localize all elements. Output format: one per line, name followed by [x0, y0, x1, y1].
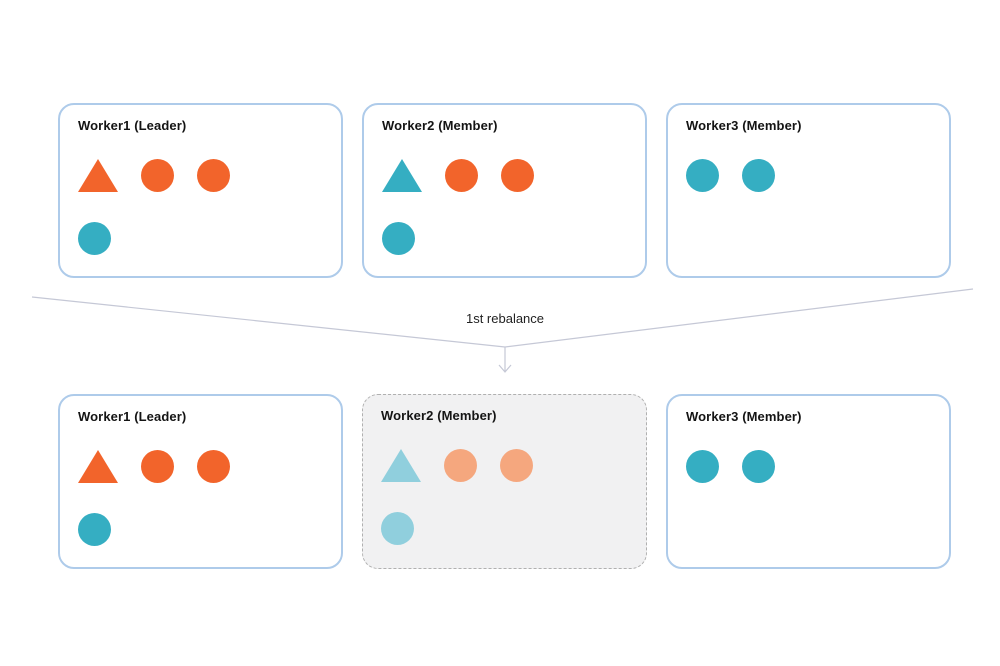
worker-title: Worker3 (Member) — [686, 409, 802, 424]
shape-row — [78, 513, 323, 546]
worker-box-before-worker1: Worker1 (Leader) — [58, 103, 343, 278]
shape-row — [78, 159, 323, 192]
circle-shape — [141, 159, 174, 192]
shape-row — [381, 512, 628, 545]
worker-box-before-worker3: Worker3 (Member) — [666, 103, 951, 278]
circle-shape — [141, 450, 174, 483]
worker-box-after-worker3: Worker3 (Member) — [666, 394, 951, 569]
worker-title: Worker2 (Member) — [381, 408, 497, 423]
circle-shape — [445, 159, 478, 192]
circle-shape — [78, 513, 111, 546]
worker-box-after-worker1: Worker1 (Leader) — [58, 394, 343, 569]
circle-shape — [382, 222, 415, 255]
circle-shape — [742, 450, 775, 483]
circle-shape — [78, 222, 111, 255]
circle-shape — [444, 449, 477, 482]
circle-shape — [197, 159, 230, 192]
shape-row — [686, 450, 931, 483]
triangle-shape — [78, 159, 118, 192]
worker-box-before-worker2: Worker2 (Member) — [362, 103, 647, 278]
shape-rows — [78, 450, 323, 546]
shape-row — [78, 222, 323, 255]
worker-title: Worker3 (Member) — [686, 118, 802, 133]
worker-title: Worker2 (Member) — [382, 118, 498, 133]
worker-title: Worker1 (Leader) — [78, 409, 187, 424]
shape-rows — [381, 449, 628, 545]
shape-rows — [686, 450, 931, 483]
shape-row — [382, 222, 627, 255]
circle-shape — [501, 159, 534, 192]
circle-shape — [500, 449, 533, 482]
worker-box-after-worker2: Worker2 (Member) — [362, 394, 647, 569]
shape-rows — [78, 159, 323, 255]
rebalance-arrow — [31, 288, 974, 373]
worker-title: Worker1 (Leader) — [78, 118, 187, 133]
shape-row — [78, 450, 323, 483]
circle-shape — [686, 159, 719, 192]
worker-row-before: Worker1 (Leader) Worker2 (Member) Worker… — [58, 103, 951, 278]
circle-shape — [197, 450, 230, 483]
shape-row — [686, 159, 931, 192]
shape-rows — [686, 159, 931, 192]
arrowhead-icon — [498, 364, 512, 373]
shape-row — [381, 449, 628, 482]
triangle-shape — [382, 159, 422, 192]
shape-row — [382, 159, 627, 192]
triangle-shape — [78, 450, 118, 483]
shape-rows — [382, 159, 627, 255]
worker-row-after: Worker1 (Leader) Worker2 (Member) Worker… — [58, 394, 951, 569]
triangle-shape — [381, 449, 421, 482]
circle-shape — [686, 450, 719, 483]
rebalance-label: 1st rebalance — [465, 311, 545, 326]
circle-shape — [381, 512, 414, 545]
circle-shape — [742, 159, 775, 192]
